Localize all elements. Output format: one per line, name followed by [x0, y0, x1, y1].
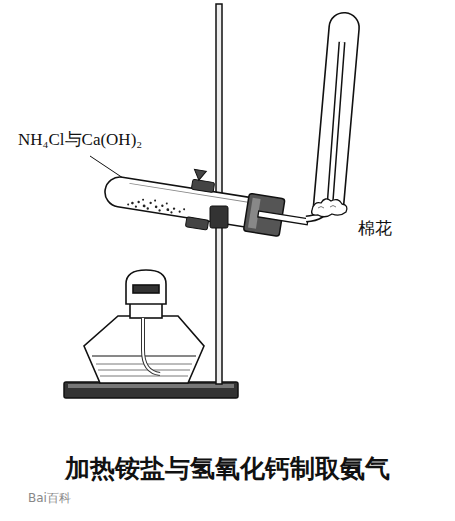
reagent-label: NH₄Cl与Ca(OH)₂ — [18, 128, 142, 151]
cotton-label: 棉花 — [358, 217, 392, 240]
watermark: Bai百科 — [28, 490, 71, 507]
caption: 加热铵盐与氢氧化钙制取氨气 — [0, 452, 455, 485]
